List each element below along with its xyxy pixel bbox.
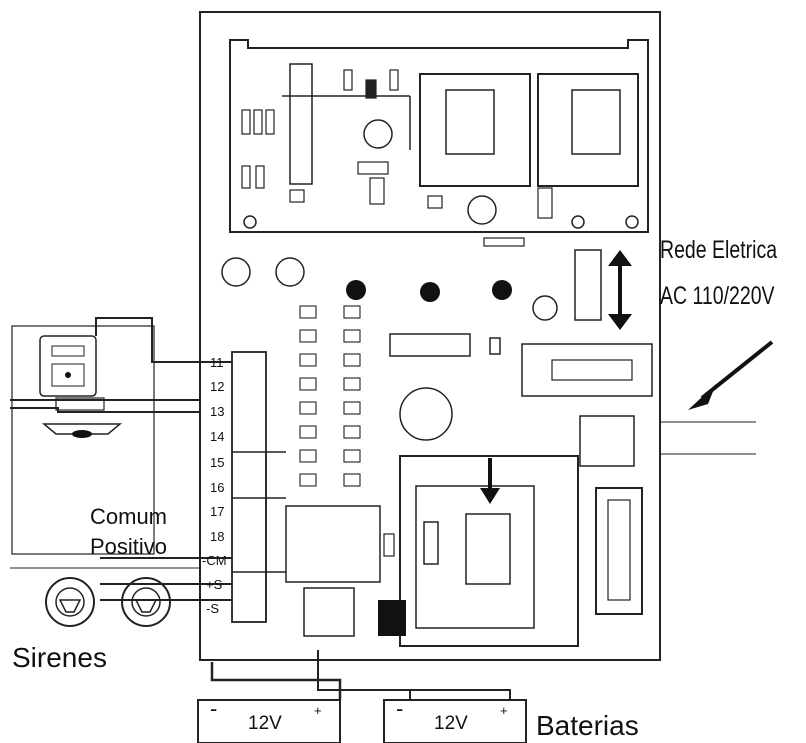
terminal-label: 12 — [210, 379, 225, 394]
mains-label-line2: AC 110/220V — [660, 282, 775, 310]
positivo-label: Positivo — [90, 534, 168, 559]
terminal-label: 16 — [210, 480, 225, 495]
battery-1-voltage: 12V — [248, 713, 282, 734]
terminal-label: 14 — [210, 429, 225, 444]
terminal-label: 17 — [210, 504, 225, 519]
battery-1-plus: + — [314, 703, 322, 718]
battery-1-minus: - — [210, 696, 218, 721]
terminal-label: -CM — [202, 553, 227, 568]
terminal-label: 11 — [210, 355, 224, 370]
siren-1 — [45, 577, 95, 627]
comum-label: Comum — [90, 504, 168, 529]
siren-2 — [121, 577, 171, 627]
terminal-label: 15 — [210, 455, 225, 470]
battery-2 — [383, 699, 527, 743]
battery-1 — [197, 699, 341, 743]
battery-2-plus: + — [500, 703, 508, 718]
sensor-device — [11, 325, 155, 555]
terminal-label: +S — [206, 577, 223, 592]
sirens-label: Sirenes — [12, 642, 107, 673]
terminal-label: -S — [206, 601, 219, 616]
power-module — [229, 39, 649, 247]
batteries-label: Baterias — [536, 710, 639, 741]
wires — [10, 317, 756, 700]
terminal-label: 18 — [210, 529, 225, 544]
battery-2-voltage: 12V — [434, 713, 468, 734]
annotation-arrows — [480, 250, 774, 504]
battery-2-minus: - — [396, 696, 404, 721]
board-components — [221, 249, 653, 647]
mains-label-line1: Rede Eletrica — [660, 236, 778, 264]
terminal-label: 13 — [210, 404, 225, 419]
